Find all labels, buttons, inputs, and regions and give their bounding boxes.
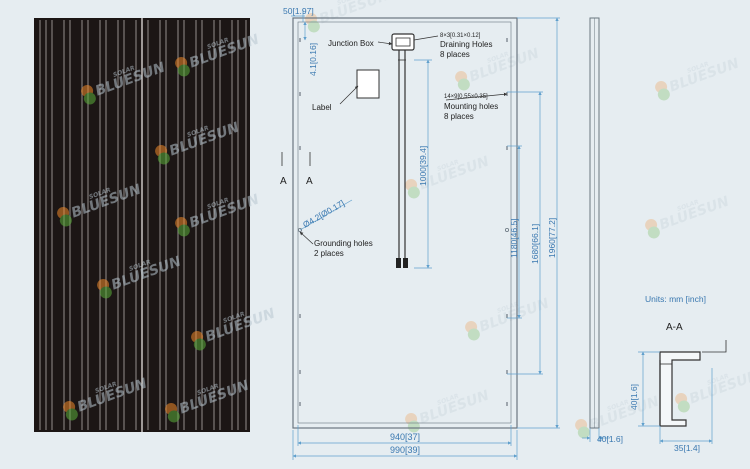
dim-width-inner: 940[37] bbox=[390, 432, 420, 442]
connector-left bbox=[396, 258, 401, 268]
grounding-holes-label: Grounding holes bbox=[314, 239, 373, 248]
draining-holes-label: Draining Holes bbox=[440, 40, 492, 49]
section-a-left: A bbox=[280, 176, 287, 187]
draining-hole-marks bbox=[299, 38, 508, 406]
label-label: Label bbox=[312, 103, 332, 112]
label-box bbox=[356, 69, 380, 99]
dim-width-outer: 990[39] bbox=[390, 445, 420, 455]
mounting-places-label: 8 places bbox=[444, 112, 474, 121]
junction-box bbox=[391, 33, 415, 268]
section-markers bbox=[281, 152, 311, 166]
section-a-right: A bbox=[306, 176, 313, 187]
connector-right bbox=[403, 258, 408, 268]
grounding-places-label: 2 places bbox=[314, 249, 344, 258]
dim-frame-depth: 40[1.6] bbox=[597, 434, 623, 444]
svg-text:BLUESUN: BLUESUN bbox=[687, 367, 750, 407]
dim-cable-length: 1000[39.4] bbox=[418, 146, 428, 186]
side-view bbox=[582, 17, 610, 442]
dim-span-1180: 1180[46.5] bbox=[509, 218, 519, 258]
junction-box-label: Junction Box bbox=[328, 39, 374, 48]
dim-span-1680: 1680[66.1] bbox=[530, 224, 540, 264]
section-profile bbox=[638, 340, 727, 444]
section-title: A-A bbox=[666, 322, 683, 333]
grounding-hole bbox=[504, 227, 509, 232]
dim-top-offset: 50[1.97] bbox=[283, 6, 314, 16]
dim-height-total: 1960[77.2] bbox=[547, 218, 557, 258]
draining-places-label: 8 places bbox=[440, 50, 470, 59]
dim-hole-offset: 4.1[0.16] bbox=[308, 43, 318, 76]
solar-panel-photo: SOLARBLUESUNSOLARBLUESUNSOLARBLUESUNSOLA… bbox=[34, 18, 278, 432]
dim-section-width: 35[1.4] bbox=[674, 443, 700, 453]
mounting-spec: 14×9[0.55×0.35] bbox=[444, 94, 488, 100]
leader-lines bbox=[299, 35, 508, 245]
grounding-hole bbox=[297, 227, 302, 232]
dimension-lines bbox=[291, 10, 560, 460]
dim-section-height: 40[1.6] bbox=[629, 384, 639, 410]
svg-text:BLUESUN: BLUESUN bbox=[317, 0, 391, 28]
units-label: Units: mm [inch] bbox=[645, 294, 706, 304]
draining-spec: 8×3[0.31×0.12] bbox=[440, 33, 481, 39]
cell-grid-lines bbox=[39, 20, 247, 430]
dim-ground-diameter: Ø4.2[Ø0.17] bbox=[301, 198, 346, 230]
mounting-holes-label: Mounting holes bbox=[444, 102, 498, 111]
